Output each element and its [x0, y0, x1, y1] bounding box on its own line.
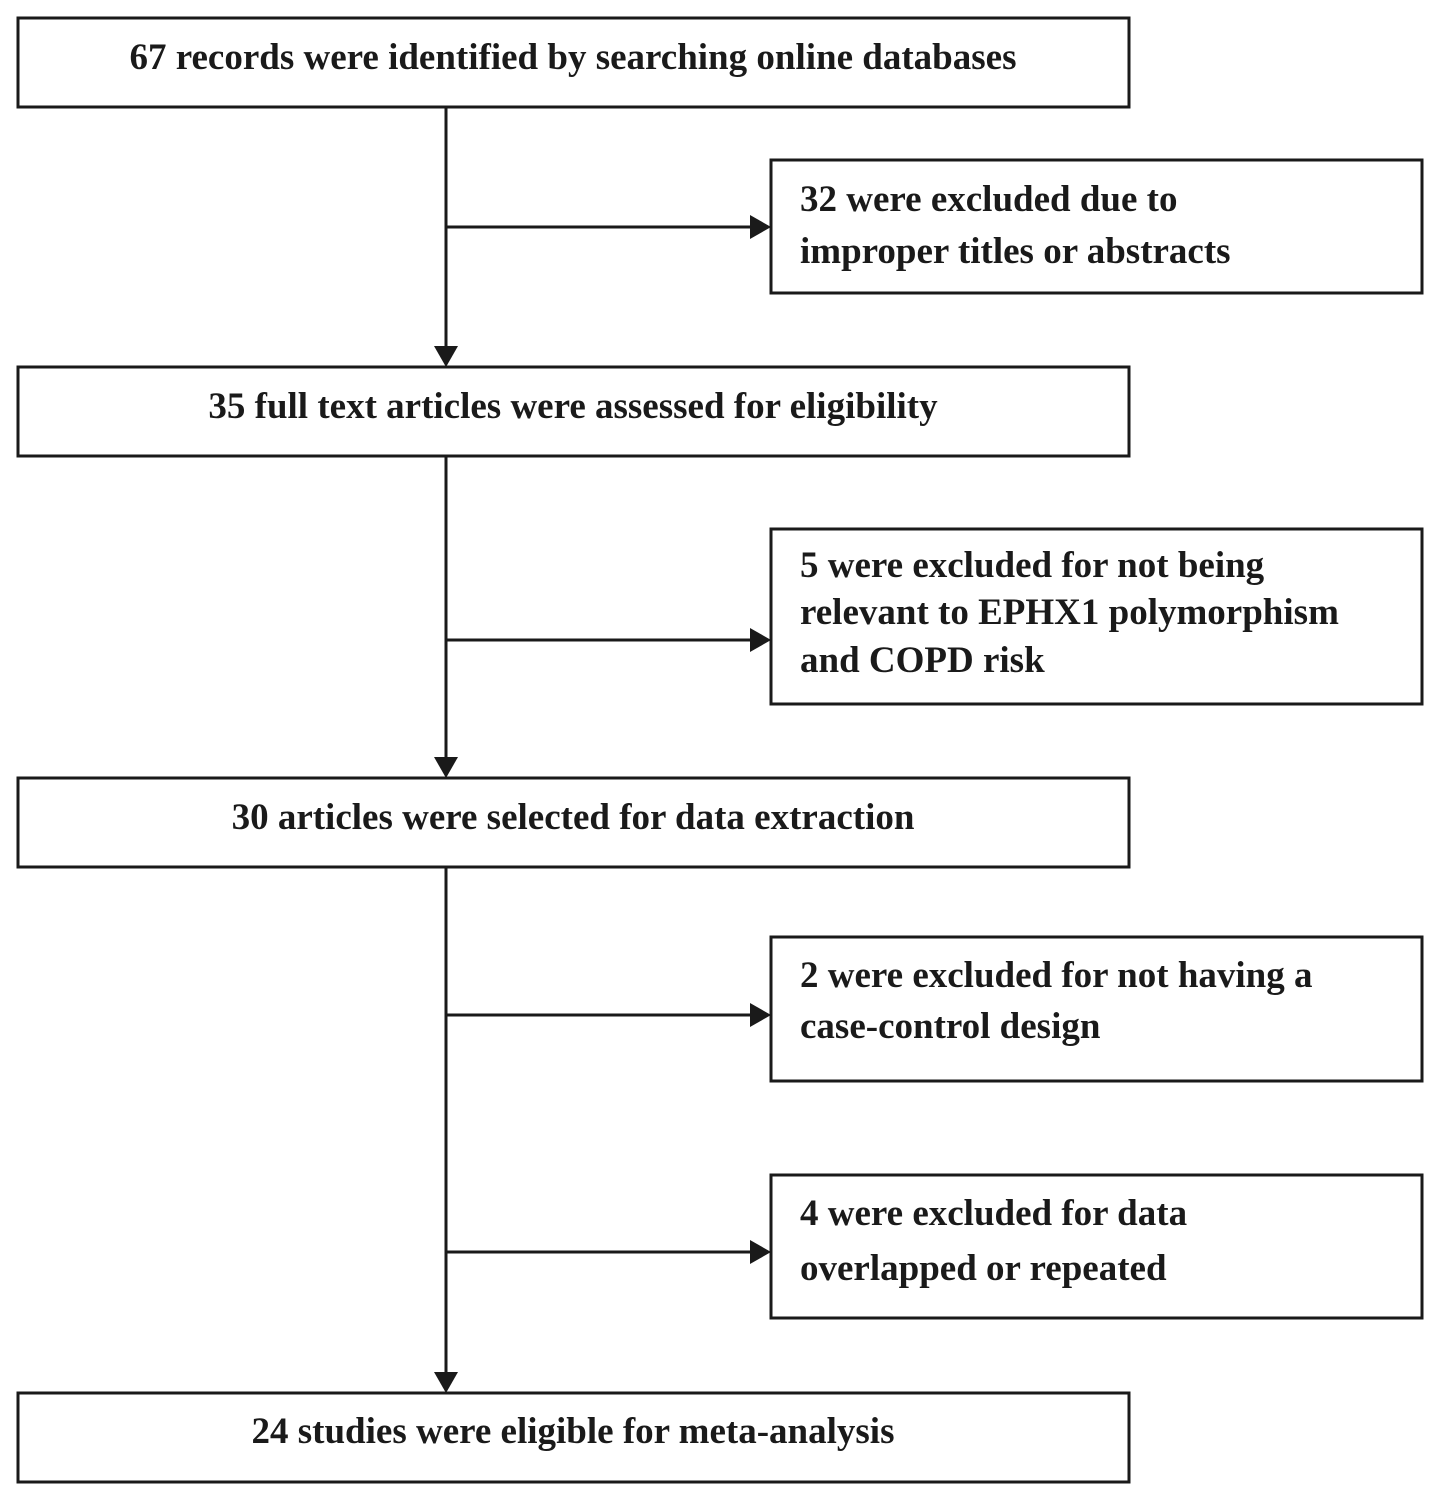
arrowhead-to-selected — [434, 757, 458, 778]
arrowhead-to-eligible — [434, 1372, 458, 1393]
exclusion-box-titles-line-2: improper titles or abstracts — [800, 231, 1231, 272]
exclusion-box-design: 2 were excluded for not having a case-co… — [769, 935, 1424, 1083]
main-box-eligible-text: 24 studies were eligible for meta-analys… — [252, 1411, 895, 1452]
arrowhead-exclusion-design — [750, 1003, 771, 1027]
exclusion-box-titles-line-1: 32 were excluded due to — [800, 179, 1178, 220]
arrowhead-exclusion-titles — [750, 215, 771, 239]
exclusion-box-design-line-1: 2 were excluded for not having a — [800, 955, 1313, 996]
main-box-assessed-text: 35 full text articles were assessed for … — [208, 386, 938, 427]
arrowhead-exclusion-relevance — [750, 628, 771, 652]
exclusion-box-overlap-line-2: overlapped or repeated — [800, 1248, 1167, 1289]
exclusion-box-design-line-2: case-control design — [800, 1006, 1101, 1047]
main-box-selected-text: 30 articles were selected for data extra… — [232, 797, 915, 838]
exclusion-box-overlap-line-1: 4 were excluded for data — [800, 1193, 1187, 1234]
main-box-identified: 67 records were identified by searching … — [16, 16, 1131, 109]
arrowhead-to-assessed — [434, 346, 458, 367]
main-box-selected: 30 articles were selected for data extra… — [16, 776, 1131, 869]
exclusion-box-relevance: 5 were excluded for not being relevant t… — [769, 527, 1424, 706]
exclusion-box-relevance-line-1: 5 were excluded for not being — [800, 545, 1265, 586]
exclusion-box-titles: 32 were excluded due to improper titles … — [769, 158, 1424, 295]
main-box-assessed: 35 full text articles were assessed for … — [16, 365, 1131, 458]
main-box-identified-text: 67 records were identified by searching … — [130, 37, 1017, 78]
exclusion-box-relevance-line-2: relevant to EPHX1 polymorphism — [800, 592, 1339, 633]
exclusion-box-overlap: 4 were excluded for data overlapped or r… — [769, 1173, 1424, 1320]
main-box-eligible: 24 studies were eligible for meta-analys… — [16, 1391, 1131, 1484]
arrowhead-exclusion-overlap — [750, 1240, 771, 1264]
exclusion-box-relevance-line-3: and COPD risk — [800, 640, 1045, 681]
